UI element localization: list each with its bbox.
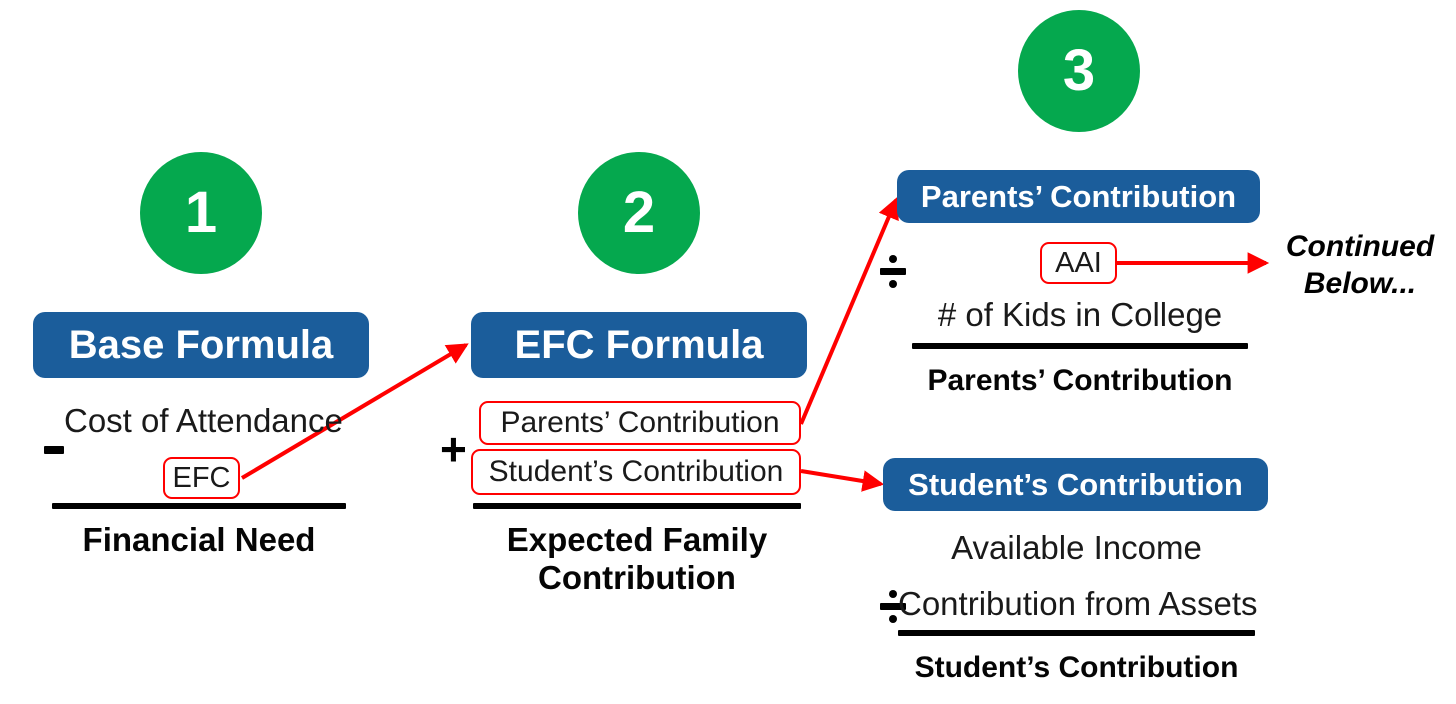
arrow-parents-to-parents-contribution bbox=[799, 197, 899, 425]
arrow-students-to-students-contribution bbox=[800, 469, 885, 492]
students-contribution-result: Student’s Contribution bbox=[914, 651, 1239, 684]
parents-contribution-fraction-bar bbox=[912, 343, 1248, 349]
expected-family-contribution-line-1: Expected Family bbox=[506, 521, 768, 558]
cost-of-attendance-text: Cost of Attendance bbox=[64, 402, 343, 439]
base-formula-fraction-bar bbox=[52, 503, 346, 509]
efc-formula-fraction-bar bbox=[473, 503, 801, 509]
continued-below-line-2: Below... bbox=[1303, 267, 1417, 300]
step-3-circle: 3 bbox=[1018, 10, 1140, 132]
students-contribution-fraction-bar bbox=[898, 630, 1255, 636]
students-contribution-term-label: Student’s Contribution bbox=[488, 455, 784, 488]
students-contribution-term-box[interactable]: Student’s Contribution bbox=[471, 449, 801, 495]
base-formula-label: Base Formula bbox=[68, 323, 334, 367]
parents-division-operator bbox=[880, 255, 906, 288]
parents-contribution-header-label: Parents’ Contribution bbox=[920, 179, 1237, 214]
step-2-number: 2 bbox=[622, 180, 656, 245]
efc-term-label: EFC bbox=[172, 461, 231, 494]
step-2-circle: 2 bbox=[578, 152, 700, 274]
aai-term-label: AAI bbox=[1055, 246, 1102, 279]
available-income-text: Available Income bbox=[951, 529, 1202, 566]
efc-term-box[interactable]: EFC bbox=[163, 457, 240, 499]
parents-contribution-term-label: Parents’ Contribution bbox=[500, 406, 780, 439]
base-formula-header: Base Formula bbox=[33, 312, 369, 378]
step-1-number: 1 bbox=[184, 180, 218, 245]
expected-family-contribution-line-2: Contribution bbox=[538, 559, 736, 596]
students-contribution-header: Student’s Contribution bbox=[883, 458, 1268, 511]
parents-contribution-result: Parents’ Contribution bbox=[927, 364, 1233, 397]
contribution-from-assets-text: Contribution from Assets bbox=[898, 585, 1258, 622]
aai-term-box[interactable]: AAI bbox=[1040, 242, 1117, 284]
continued-below-line-1: Continued bbox=[1285, 230, 1435, 263]
parents-contribution-term-box[interactable]: Parents’ Contribution bbox=[479, 401, 801, 445]
plus-operator: + bbox=[440, 423, 467, 475]
kids-in-college-text: # of Kids in College bbox=[937, 296, 1223, 333]
students-contribution-header-label: Student’s Contribution bbox=[908, 467, 1243, 502]
efc-formula-header: EFC Formula bbox=[471, 312, 807, 378]
efc-formula-label: EFC Formula bbox=[514, 323, 764, 367]
parents-contribution-header: Parents’ Contribution bbox=[897, 170, 1260, 223]
step-3-number: 3 bbox=[1062, 38, 1096, 103]
minus-operator bbox=[44, 446, 64, 454]
student-division-operator bbox=[880, 590, 906, 623]
financial-need-result: Financial Need bbox=[82, 521, 316, 558]
step-1-circle: 1 bbox=[140, 152, 262, 274]
